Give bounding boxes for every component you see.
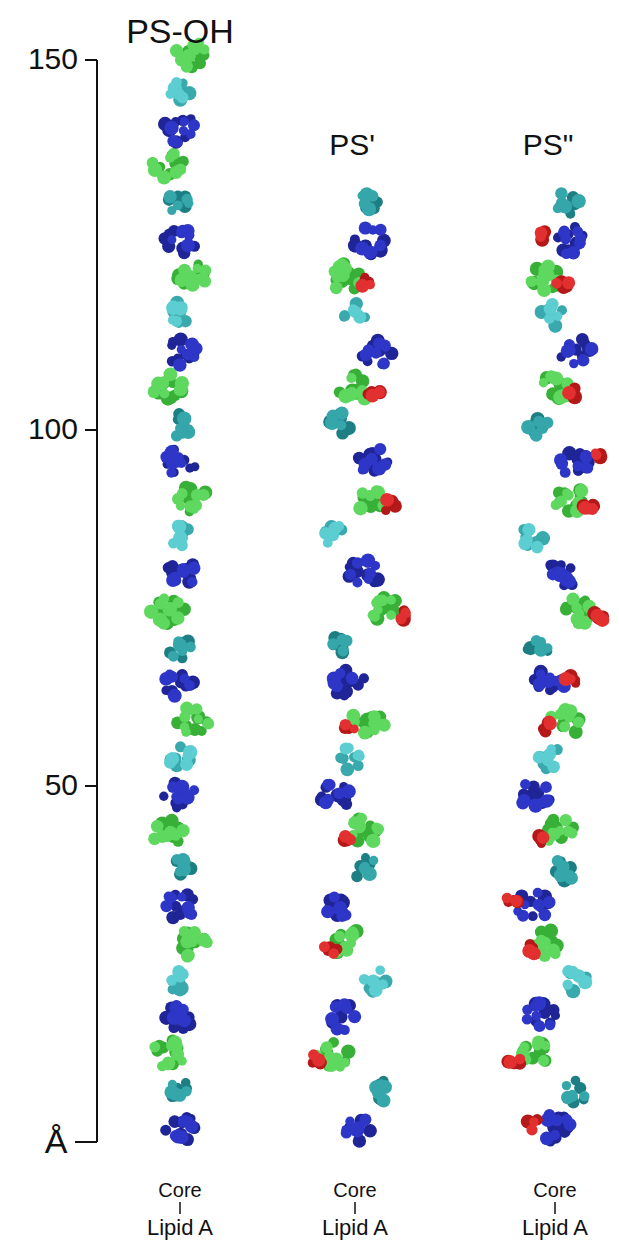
axis-label: 50 — [45, 770, 78, 800]
core-lipid-ticks — [180, 1202, 555, 1214]
axis-label: 100 — [28, 414, 78, 444]
axis-label: 150 — [28, 44, 78, 74]
chain-end-label: Core — [533, 1180, 576, 1200]
axis-label: Å — [45, 1124, 68, 1158]
chain-title: PS" — [523, 130, 574, 160]
polysaccharide-chains — [144, 38, 609, 1148]
chain-end-label: Core — [333, 1180, 376, 1200]
chain-end-label: Lipid A — [522, 1217, 588, 1239]
chain-title: PS-OH — [126, 14, 234, 48]
chain-title: PS' — [329, 130, 375, 160]
chain-end-label: Lipid A — [147, 1217, 213, 1239]
chain-end-label: Lipid A — [322, 1217, 388, 1239]
chain-end-label: Core — [158, 1180, 201, 1200]
scale-axis — [75, 60, 97, 1142]
